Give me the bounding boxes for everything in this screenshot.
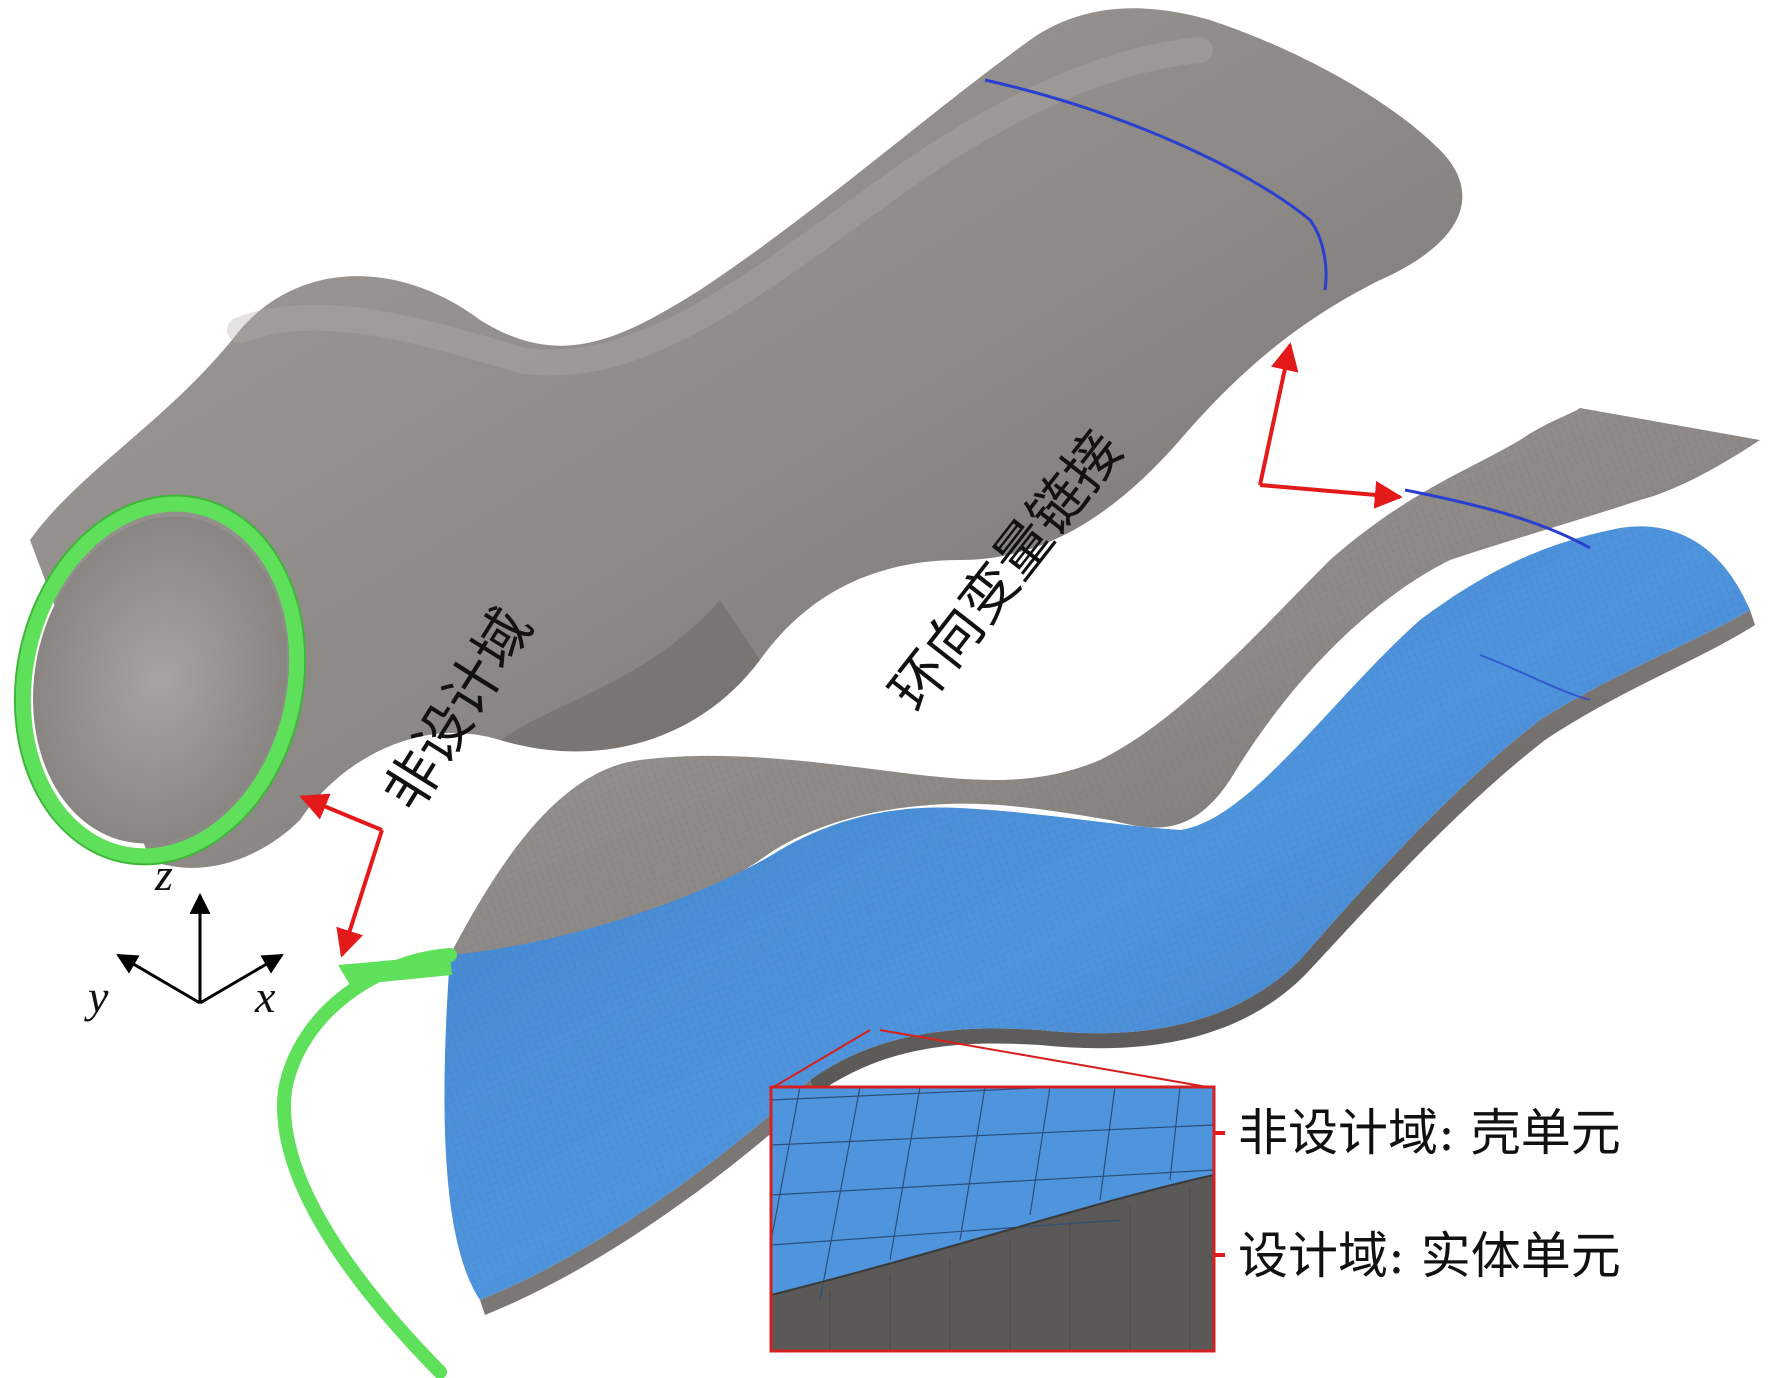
green-ring-upper <box>14 495 306 865</box>
circumferential-seam-lower-inner <box>1479 654 1591 701</box>
x-axis <box>199 953 284 1005</box>
full-tube-model <box>13 8 1463 868</box>
arrow-link-right <box>1259 480 1403 509</box>
label-solid-elements: 设计域: 实体单元 <box>1238 1227 1621 1285</box>
shell-wall-side <box>810 610 1755 1095</box>
y-axis-label: y <box>84 971 109 1022</box>
shell-band-mesh <box>450 408 1760 957</box>
green-ring-edge <box>13 494 307 866</box>
inset-interface-edge <box>771 1174 1214 1296</box>
inset-solid-mesh <box>829 1188 1191 1351</box>
tube-inner-opening <box>33 516 287 844</box>
inset-mesh <box>771 1087 1214 1301</box>
y-axis <box>116 953 201 1005</box>
green-edge-top-cap <box>338 955 452 985</box>
z-axis-label: z <box>154 849 173 900</box>
coordinate-axes <box>116 892 284 1005</box>
zoom-leader-right <box>879 1029 1214 1089</box>
zoom-leader-left <box>771 1029 871 1089</box>
circumferential-seam-upper <box>984 78 1328 291</box>
inset-border <box>769 1085 1216 1353</box>
arrow-nondesign-up <box>299 793 383 832</box>
label-shell-elements: 非设计域: 壳单元 <box>1238 1104 1621 1162</box>
circumferential-seam-lower <box>1404 488 1591 550</box>
tube-outer-surface <box>30 8 1463 868</box>
x-axis-label: x <box>254 971 276 1022</box>
tube-underside-shade <box>500 600 760 752</box>
inset-shell-region <box>771 1087 1214 1295</box>
green-edge-lower <box>277 948 457 1378</box>
shell-wall-lower-edge <box>480 1080 815 1315</box>
arrow-link-path <box>1258 342 1299 486</box>
zoom-inset <box>769 1029 1216 1353</box>
arrow-nondesign-down <box>336 829 384 958</box>
